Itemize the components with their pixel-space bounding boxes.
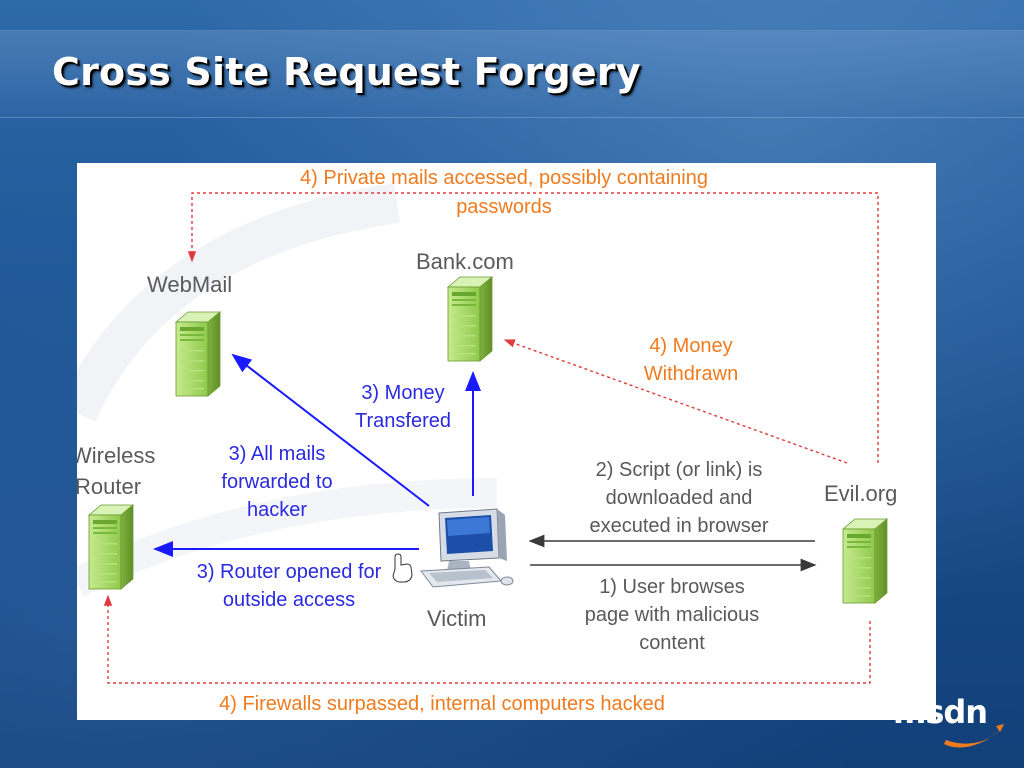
edge-mails-forwarded <box>231 353 430 507</box>
slide-title: Cross Site Request Forgery <box>52 50 641 94</box>
edge-private-mails <box>187 192 879 463</box>
mails-forwarded-label-line3: hacker <box>247 499 307 521</box>
mails-forwarded-label-line1: 3) All mails <box>229 443 326 465</box>
money-transfered-label-line2: Transfered <box>355 410 451 432</box>
title-band <box>0 30 1024 118</box>
user-browses-label-line2: page with malicious <box>585 604 760 626</box>
csrf-diagram: WebMail Bank.com Wireless Router Evil.or… <box>77 167 897 715</box>
private-mails-label-line1: 4) Private mails accessed, possibly cont… <box>300 167 708 189</box>
mails-forwarded-label-line2: forwarded to <box>221 471 332 493</box>
firewalls-label: 4) Firewalls surpassed, internal compute… <box>219 693 665 715</box>
webmail-label: WebMail <box>147 272 232 297</box>
script-label-line3: executed in browser <box>590 515 769 537</box>
money-withdrawn-label-line2: Withdrawn <box>644 363 738 385</box>
script-label-line1: 2) Script (or link) is <box>596 459 763 481</box>
router-opened-label-line1: 3) Router opened for <box>197 561 382 583</box>
script-label-line2: downloaded and <box>606 487 753 509</box>
evil-label: Evil.org <box>824 481 897 506</box>
msdn-swoosh-icon <box>944 724 1004 748</box>
victim-label: Victim <box>427 606 487 631</box>
router-label-line1: Wireless <box>77 443 155 468</box>
diagram-panel: WebMail Bank.com Wireless Router Evil.or… <box>77 163 936 720</box>
hand-cursor-icon <box>392 553 413 583</box>
msdn-logo: msdn <box>893 693 988 731</box>
edge-firewalls <box>103 594 871 684</box>
evil-server-icon <box>842 518 888 604</box>
bank-server-icon <box>447 276 493 362</box>
router-server-icon <box>88 504 134 590</box>
money-withdrawn-label-line1: 4) Money <box>649 335 732 357</box>
private-mails-label-line2: passwords <box>456 196 552 218</box>
edge-money-withdrawn <box>503 339 848 464</box>
webmail-server-icon <box>175 311 221 397</box>
money-transfered-label-line1: 3) Money <box>361 382 444 404</box>
user-browses-label-line3: content <box>639 632 705 654</box>
bank-label: Bank.com <box>416 249 514 274</box>
background-swirl <box>77 183 400 422</box>
router-label-line2: Router <box>77 474 141 499</box>
victim-computer-icon <box>420 508 514 588</box>
router-opened-label-line2: outside access <box>223 589 355 611</box>
user-browses-label-line1: 1) User browses <box>599 576 745 598</box>
